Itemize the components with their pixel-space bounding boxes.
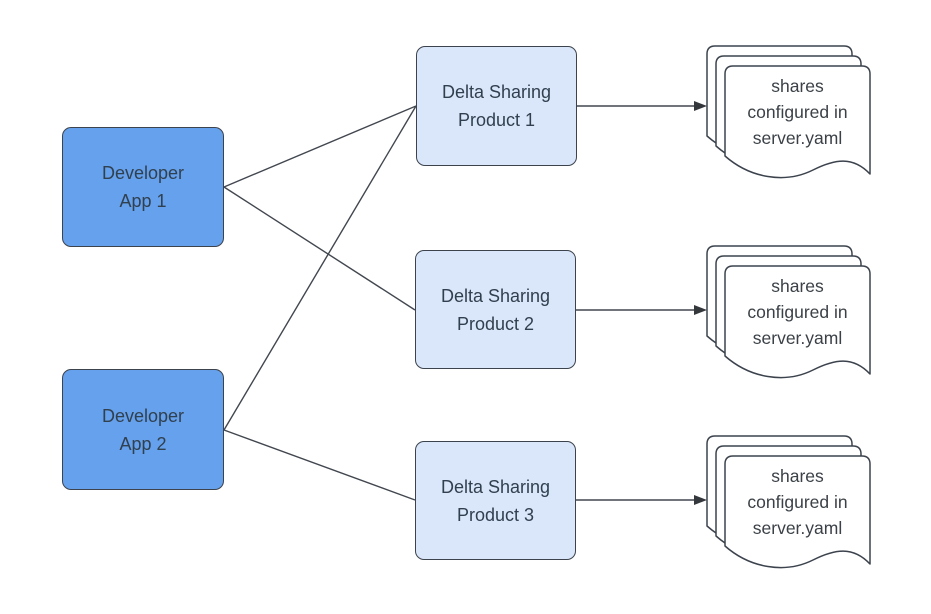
node-delta-sharing-product-3: Delta Sharing Product 3 xyxy=(415,441,576,560)
connector-app2-product3 xyxy=(223,429,416,501)
document-stack-icon xyxy=(706,245,871,379)
node-label-line: Product 1 xyxy=(457,110,536,130)
doc-label-line: server.yaml xyxy=(752,128,843,148)
doc-stack-label: shares configured in server.yaml xyxy=(726,67,869,157)
doc-stack-shares-1: shares configured in server.yaml xyxy=(706,45,872,183)
doc-stack-shares-2: shares configured in server.yaml xyxy=(706,245,872,383)
doc-label-line: configured in xyxy=(747,302,848,322)
doc-stack-shares-3: shares configured in server.yaml xyxy=(706,435,872,573)
connector-app1-product2 xyxy=(223,186,416,311)
connector-app2-product1 xyxy=(223,105,417,431)
node-label-line: App 2 xyxy=(119,433,167,454)
node-label-line: Product 3 xyxy=(456,504,535,525)
document-stack-icon xyxy=(706,435,871,569)
node-developer-app-2: Developer App 2 xyxy=(62,369,224,490)
doc-label-line: shares xyxy=(771,76,824,96)
node-delta-sharing-product-2: Delta Sharing Product 2 xyxy=(415,250,576,369)
doc-label-line: server.yaml xyxy=(752,518,843,538)
doc-stack-label: shares configured in server.yaml xyxy=(726,267,869,357)
node-label-line: Developer xyxy=(101,405,185,426)
node-label-line: Delta Sharing xyxy=(440,285,551,306)
node-label-line: Delta Sharing xyxy=(441,82,552,102)
node-label-line: Product 2 xyxy=(456,313,535,334)
document-stack-icon xyxy=(706,45,871,179)
node-developer-app-1: Developer App 1 xyxy=(62,127,224,247)
doc-label-line: configured in xyxy=(747,492,848,512)
doc-label-line: shares xyxy=(771,466,824,486)
node-label-line: Developer xyxy=(101,163,185,183)
doc-label-line: shares xyxy=(771,276,824,296)
node-label-line: Delta Sharing xyxy=(440,476,551,497)
node-delta-sharing-product-1: Delta Sharing Product 1 xyxy=(416,46,577,166)
node-label-line: App 1 xyxy=(119,191,167,211)
doc-label-line: configured in xyxy=(747,102,848,122)
doc-stack-label: shares configured in server.yaml xyxy=(726,457,869,547)
connector-app1-product1 xyxy=(223,105,417,188)
doc-label-line: server.yaml xyxy=(752,328,843,348)
